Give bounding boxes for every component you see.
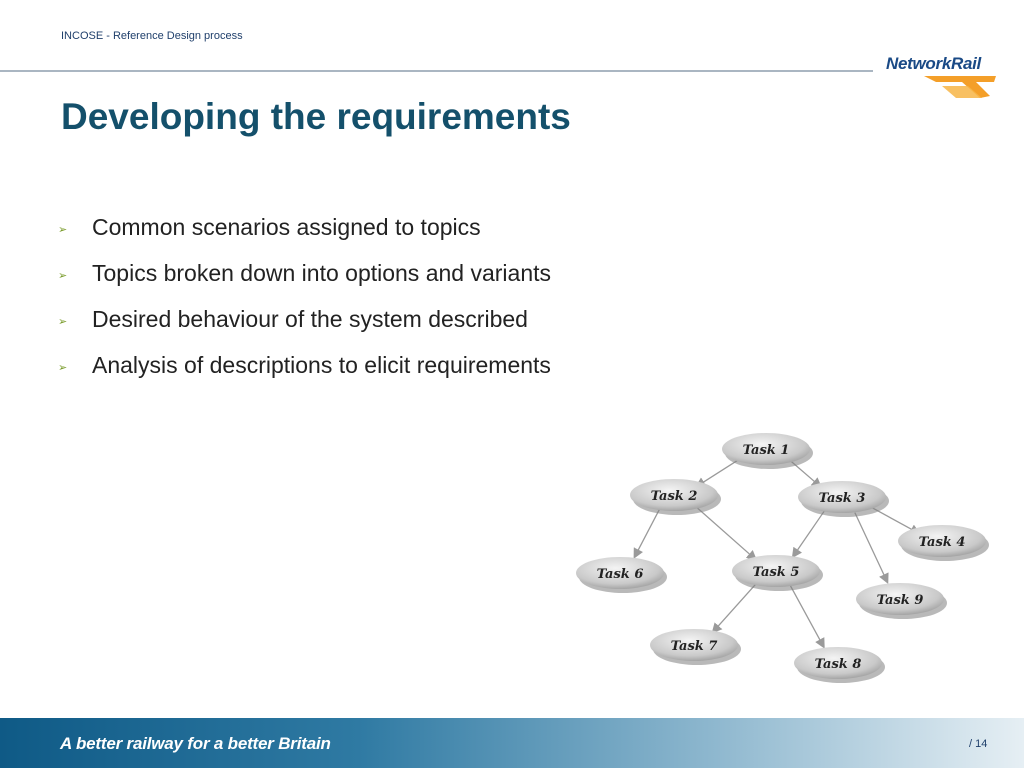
page-number: / 14 [969,738,988,750]
bullet-text: Analysis of descriptions to elicit requi… [92,351,551,378]
node-label: Task 8 [815,657,862,672]
node-ellipse [794,647,882,679]
node-task4: Task 4 [898,525,989,561]
footer-slogan: A better railway for a better Britain [60,734,331,753]
node-ellipse [898,525,986,557]
edge-task2-task5 [694,505,758,561]
network-rail-logo: NetworkRail [884,52,1004,100]
header-title: INCOSE - Reference Design process [61,30,243,42]
node-label: Task 4 [919,535,966,550]
bullet-text: Desired behaviour of the system describe… [92,305,528,332]
node-task1: Task 1 [722,433,813,469]
node-ellipse [798,481,886,513]
node-ellipse [856,583,944,615]
bullet-arrow-icon: ➢ [58,269,68,282]
edge-task3-task5 [791,510,826,559]
slide-title: Developing the requirements [61,96,571,137]
node-task6: Task 6 [576,557,667,593]
footer-band: A better railway for a better Britain / … [0,718,1024,768]
logo-text: NetworkRail [886,54,981,73]
edge-task5-task8 [789,585,825,649]
node-ellipse [576,557,664,589]
node-ellipse [630,479,718,511]
task-tree-diagram: Task 1 Task 2 Task 3 Task 4 Task 5 Task 6 Task… [576,433,989,683]
edge-task5-task7 [711,582,758,634]
bullet-item: ➢ Analysis of descriptions to elicit req… [58,342,551,388]
node-ellipse [722,433,810,465]
node-label: Task 6 [597,567,644,582]
bullet-text: Topics broken down into options and vari… [92,259,552,286]
node-label: Task 1 [743,443,790,458]
node-ellipse [732,555,820,587]
bullet-arrow-icon: ➢ [58,223,68,236]
node-task9: Task 9 [856,583,947,619]
bullet-text: Common scenarios assigned to topics [92,213,481,240]
bullet-item: ➢ Common scenarios assigned to topics [58,204,551,250]
bullet-arrow-icon: ➢ [58,361,68,374]
node-label: Task 2 [651,489,698,504]
node-label: Task 5 [753,565,800,580]
node-task2: Task 2 [630,479,721,515]
header-rule [0,70,873,72]
node-ellipse [650,629,738,661]
node-task5: Task 5 [732,555,823,591]
bullet-list: ➢ Common scenarios assigned to topics ➢ … [58,204,551,388]
node-task8: Task 8 [794,647,885,683]
edge-task3-task9 [854,512,889,584]
node-task7: Task 7 [650,629,741,665]
node-label: Task 9 [877,593,924,608]
bullet-item: ➢ Topics broken down into options and va… [58,250,551,296]
logo-arrow-icon [924,76,996,98]
node-label: Task 3 [819,491,866,506]
edge-task2-task6 [633,509,660,559]
node-task3: Task 3 [798,481,889,517]
node-label: Task 7 [671,639,718,654]
bullet-arrow-icon: ➢ [58,315,68,328]
bullet-item: ➢ Desired behaviour of the system descri… [58,296,551,342]
